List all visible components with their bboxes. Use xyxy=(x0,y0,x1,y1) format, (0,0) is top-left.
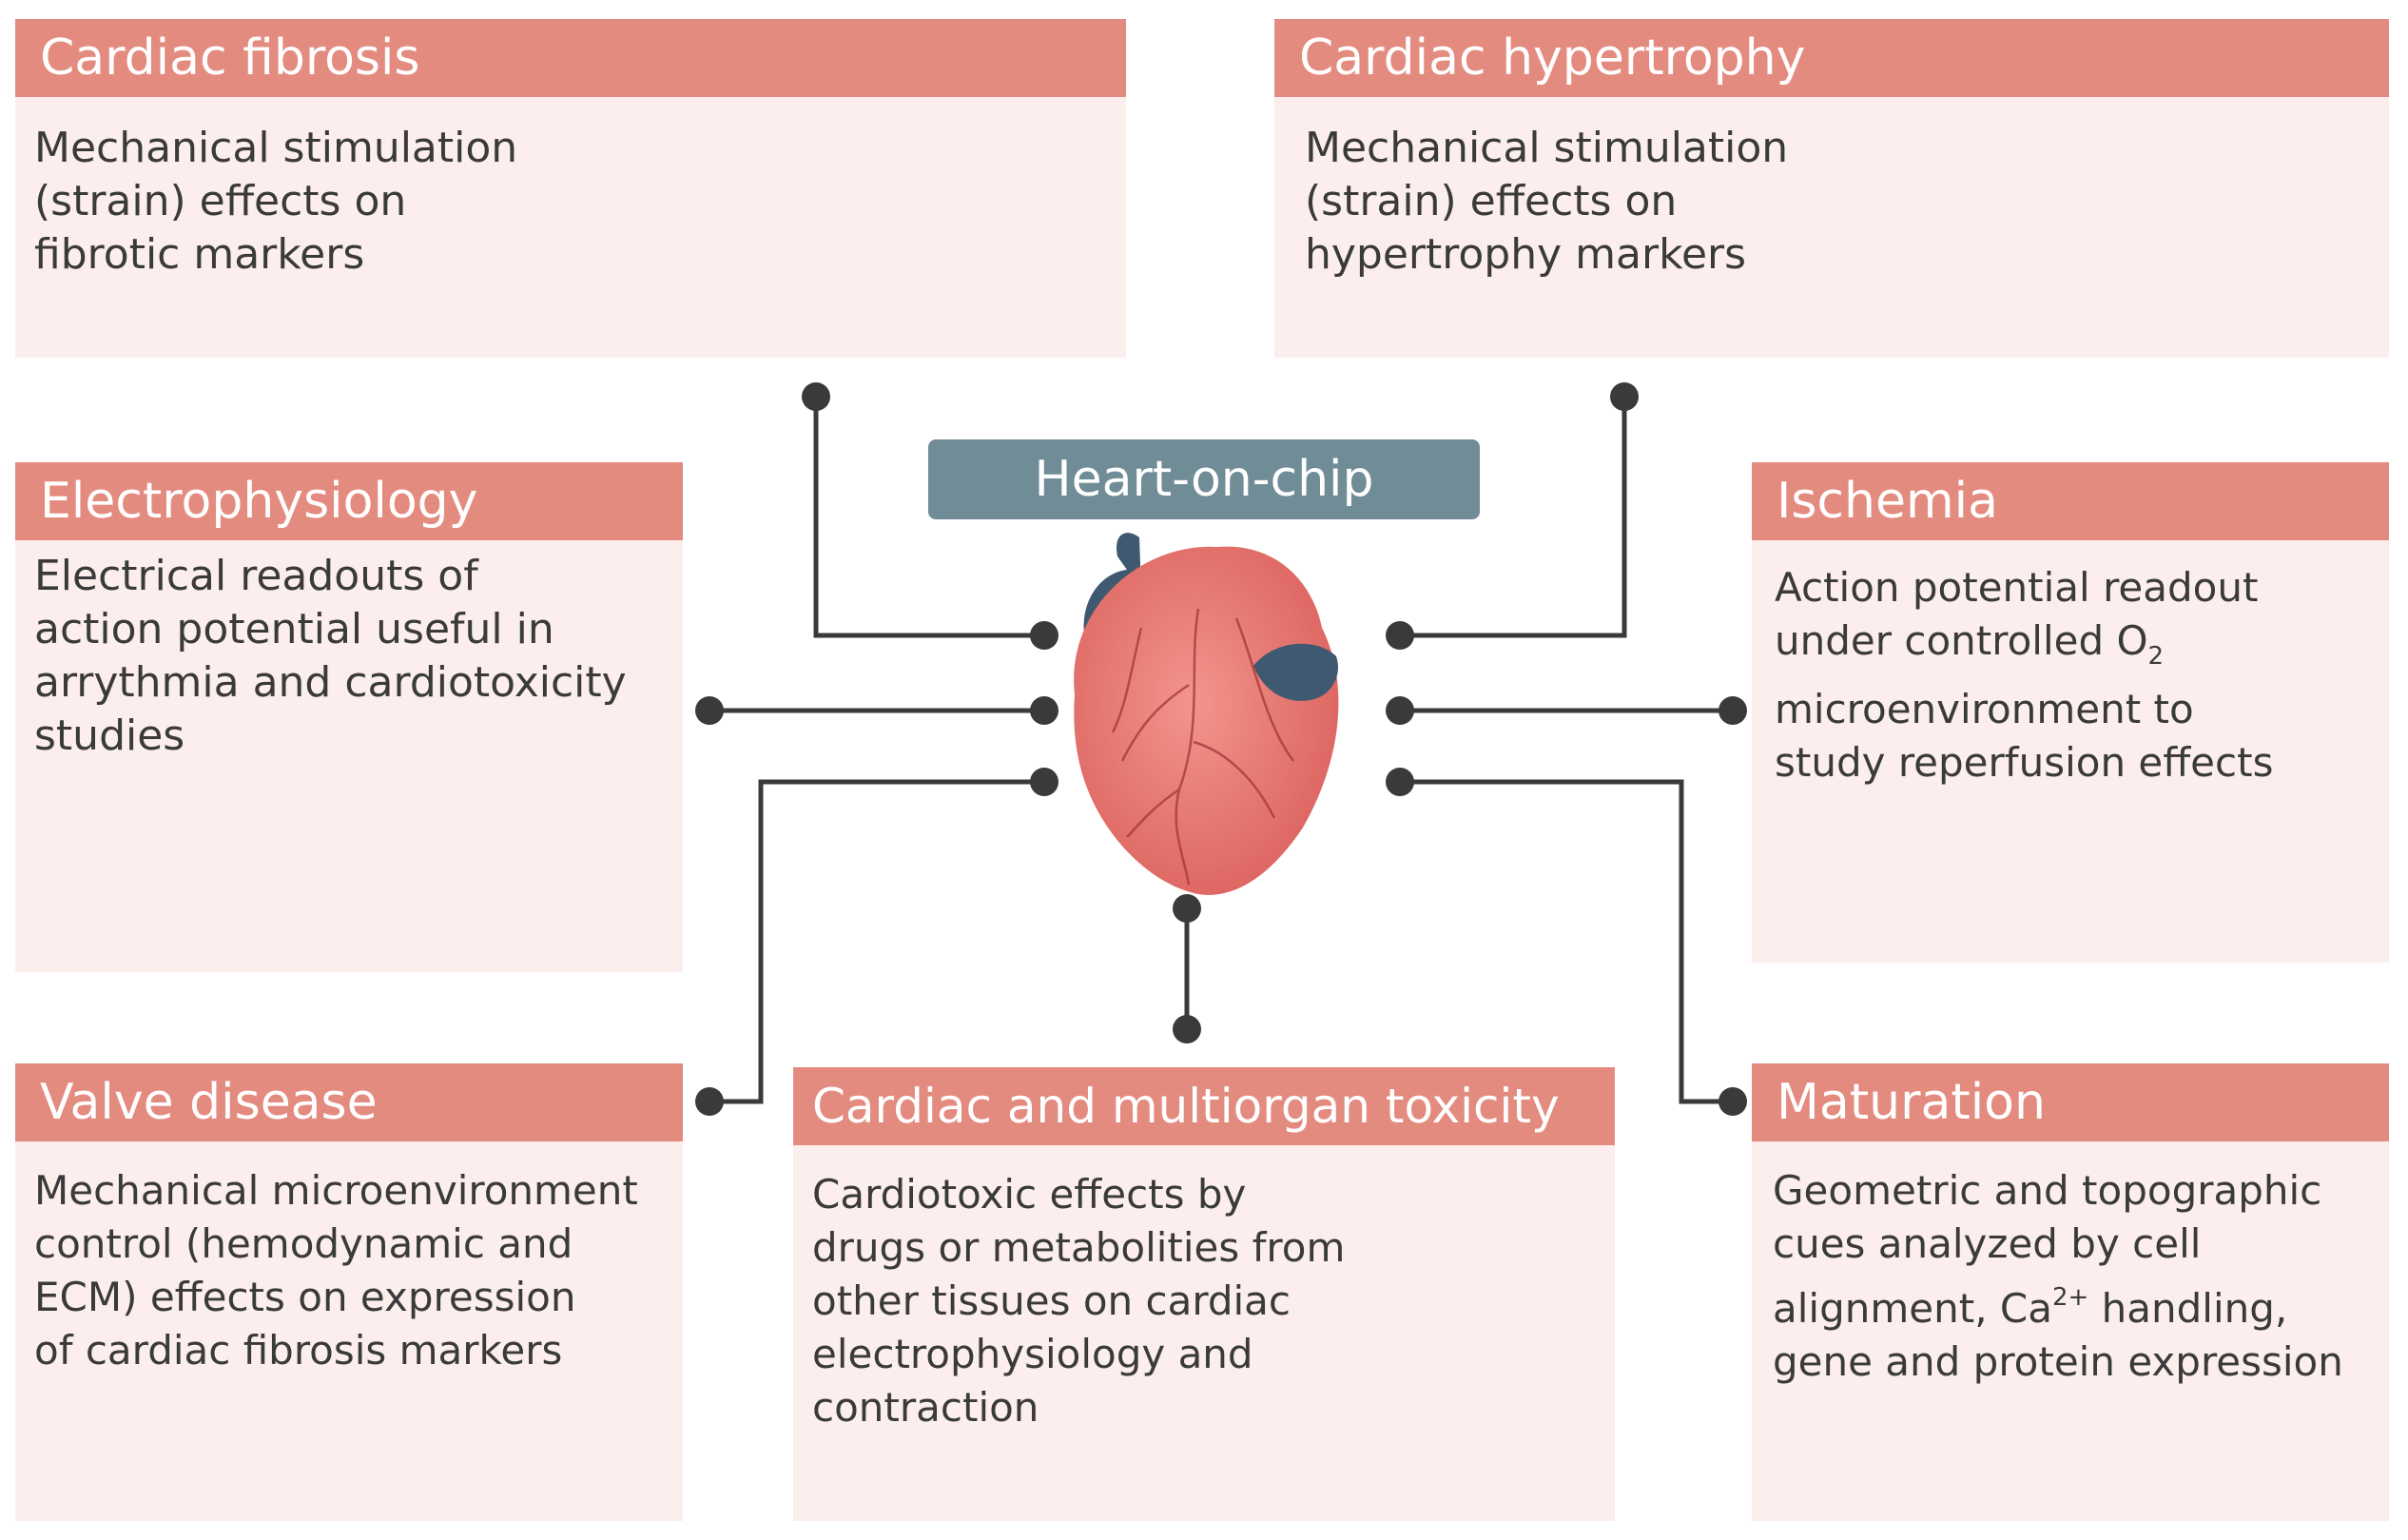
text-line: microenvironment to xyxy=(1775,686,2194,732)
text-line: action potential useful in xyxy=(34,605,554,653)
text-line: drugs or metabolities from xyxy=(812,1224,1346,1271)
text-line: fibrotic markers xyxy=(34,230,365,279)
panel-title: Electrophysiology xyxy=(40,473,478,530)
text-fragment: under controlled O xyxy=(1775,617,2148,664)
panel-description: Mechanical stimulation (strain) effects … xyxy=(1305,122,1788,282)
connector-dots xyxy=(695,382,1747,1116)
text-line: ECM) effects on expression xyxy=(34,1274,576,1320)
panel-multiorgan-toxicity: Cardiac and multiorgan toxicity Cardioto… xyxy=(793,1067,1615,1521)
text-fragment: alignment, Ca xyxy=(1773,1285,2052,1332)
panel-title: Cardiac hypertrophy xyxy=(1299,29,1806,87)
panel-cardiac-hypertrophy: Cardiac hypertrophy Mechanical stimulati… xyxy=(1274,19,2389,358)
panel-header: Electrophysiology xyxy=(15,462,683,540)
heart-icon xyxy=(1074,533,1339,895)
panel-title: Cardiac and multiorgan toxicity xyxy=(812,1079,1560,1134)
panel-header: Ischemia xyxy=(1752,462,2389,540)
text-line: control (hemodynamic and xyxy=(34,1220,573,1267)
text-line: studies xyxy=(34,712,185,760)
text-line: Geometric and topographic xyxy=(1773,1167,2322,1214)
text-line: electrophysiology and xyxy=(812,1331,1253,1377)
connector-hypertrophy xyxy=(1400,397,1627,638)
text-line: gene and protein expression xyxy=(1773,1338,2343,1385)
text-line: Action potential readout xyxy=(1775,564,2259,611)
panel-description: Geometric and topographic cues analyzed … xyxy=(1773,1164,2343,1389)
text-line: hypertrophy markers xyxy=(1305,230,1747,279)
hub-heart-on-chip: Heart-on-chip xyxy=(928,439,1480,519)
panel-electrophysiology: Electrophysiology Electrical readouts of… xyxy=(15,462,683,972)
panel-cardiac-fibrosis: Cardiac fibrosis Mechanical stimulation … xyxy=(15,19,1126,358)
text-line: (strain) effects on xyxy=(1305,177,1678,225)
connector-valve xyxy=(709,779,1044,1104)
panel-description: Cardiotoxic effects by drugs or metaboli… xyxy=(812,1168,1345,1434)
text-line: study reperfusion effects xyxy=(1775,739,2274,786)
panel-valve-disease: Valve disease Mechanical microenvironmen… xyxy=(15,1063,683,1521)
text-line: Electrical readouts of xyxy=(34,552,478,600)
text-line: Cardiotoxic effects by xyxy=(812,1171,1247,1218)
panel-ischemia: Ischemia Action potential readout under … xyxy=(1752,462,2389,963)
text-line: alignment, Ca2+ handling, xyxy=(1773,1271,2343,1335)
text-line: arrythmia and cardiotoxicity xyxy=(34,658,627,707)
text-line: of cardiac fibrosis markers xyxy=(34,1327,563,1374)
text-fragment: handling, xyxy=(2088,1285,2288,1332)
superscript: 2+ xyxy=(2051,1283,2089,1312)
hub-label: Heart-on-chip xyxy=(1034,451,1374,508)
text-line: other tissues on cardiac xyxy=(812,1277,1291,1324)
text-line: cues analyzed by cell xyxy=(1773,1220,2202,1267)
panel-header: Cardiac fibrosis xyxy=(15,19,1126,97)
panel-title: Ischemia xyxy=(1777,473,1998,530)
panel-title: Cardiac fibrosis xyxy=(40,29,420,87)
text-line: Mechanical stimulation xyxy=(34,124,518,172)
text-line: Mechanical microenvironment xyxy=(34,1167,638,1214)
panel-description: Mechanical stimulation (strain) effects … xyxy=(34,122,517,282)
panel-header: Cardiac and multiorgan toxicity xyxy=(793,1067,1615,1145)
text-line: Mechanical stimulation xyxy=(1305,124,1789,172)
panel-title: Maturation xyxy=(1777,1074,2046,1131)
subscript: 2 xyxy=(2147,642,2165,671)
text-line: under controlled O2 xyxy=(1775,614,2273,683)
text-line: contraction xyxy=(812,1384,1039,1431)
connector-fibrosis xyxy=(813,397,1044,638)
panel-title: Valve disease xyxy=(40,1074,378,1131)
connector-maturation xyxy=(1400,779,1733,1104)
panel-description: Mechanical microenvironment control (hem… xyxy=(34,1164,638,1377)
panel-description: Electrical readouts of action potential … xyxy=(34,550,627,763)
panel-header: Cardiac hypertrophy xyxy=(1274,19,2389,97)
panel-maturation: Maturation Geometric and topographic cue… xyxy=(1752,1063,2389,1521)
panel-header: Valve disease xyxy=(15,1063,683,1141)
panel-description: Action potential readout under controlle… xyxy=(1775,561,2273,789)
panel-header: Maturation xyxy=(1752,1063,2389,1141)
text-line: (strain) effects on xyxy=(34,177,407,225)
connectors xyxy=(709,397,1733,1104)
